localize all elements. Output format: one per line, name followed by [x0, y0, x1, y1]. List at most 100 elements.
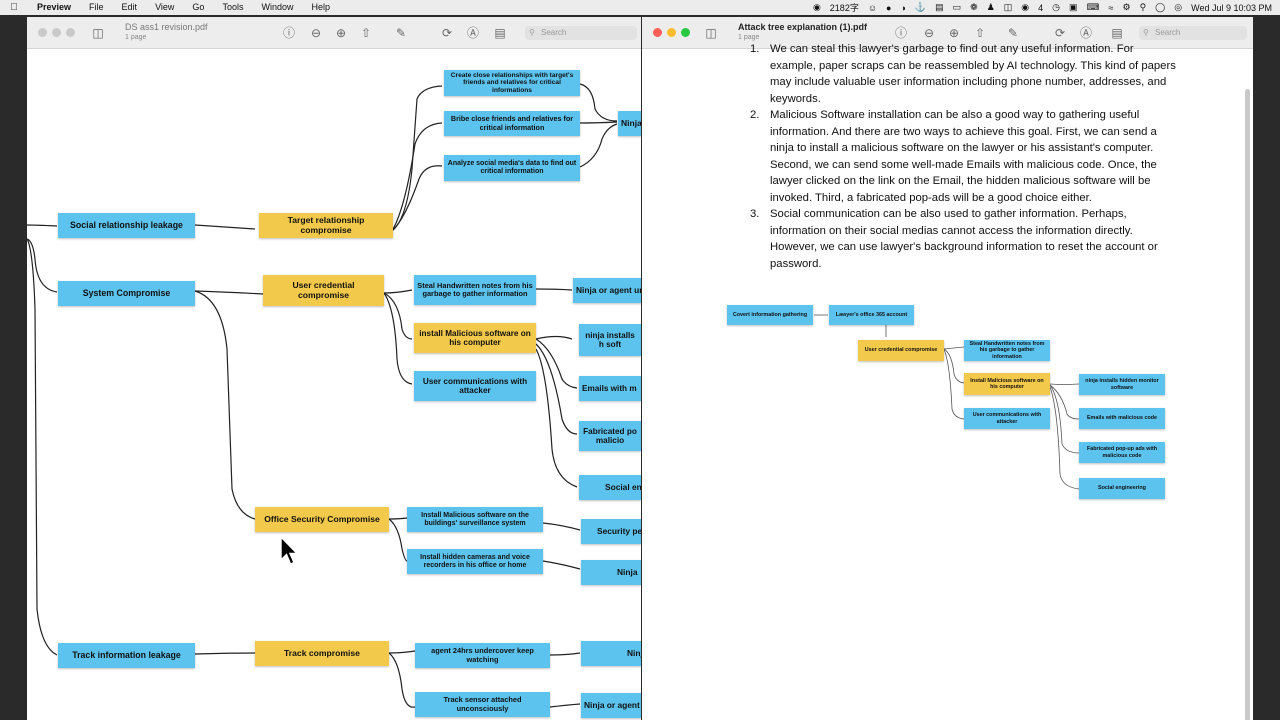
node-fabricated: Fabricated po malicio — [579, 421, 641, 451]
list-number: 1. — [750, 43, 760, 55]
share-icon[interactable]: ⇧ — [974, 26, 986, 40]
display-icon[interactable]: ▭ — [952, 2, 962, 12]
preview-window-left: ◫ DS ass1 revision.pdf 1 page ⓘ ⊖ ⊕ ⇧ ✎ … — [27, 17, 641, 720]
document-pages: 1 page — [738, 34, 760, 41]
node-ninja-or-agent-low: Ninja or agent — [581, 693, 641, 718]
titlebar-left: ◫ DS ass1 revision.pdf 1 page ⓘ ⊖ ⊕ ⇧ ✎ … — [27, 17, 641, 49]
menu-window[interactable]: Window — [261, 2, 294, 12]
keyboard-icon[interactable]: ⌨ — [1086, 2, 1100, 12]
node-user-credential-compromise: User credential compromise — [263, 275, 384, 306]
text-line: We can steal this lawyer's garbage to fi… — [770, 43, 1134, 55]
battery-count: 4 — [1038, 2, 1044, 13]
node-ninja-or-agent: Ninja or agent un — [573, 278, 641, 303]
wechat-icon[interactable]: ◉ — [1021, 2, 1030, 12]
node-ninja-installs: ninja installs h soft — [579, 324, 641, 356]
search-placeholder: Search — [1155, 28, 1181, 37]
zoom-button[interactable] — [681, 28, 690, 37]
menu-app-preview[interactable]: Preview — [37, 2, 72, 12]
text-line: Second, we can send some well-made Email… — [770, 158, 1157, 171]
markup-icon[interactable]: ✎ — [395, 26, 407, 40]
ime-counter[interactable]: 2182字 — [829, 3, 859, 13]
markup-icon[interactable]: ✎ — [1007, 26, 1019, 40]
list-number: 2. — [750, 109, 760, 121]
menu-help[interactable]: Help — [311, 2, 330, 12]
text-line: keywords. — [770, 92, 821, 105]
text-line: may include valuable user information in… — [770, 76, 1167, 89]
menu-edit[interactable]: Edit — [121, 2, 138, 12]
small-node-user-communications: User communications with attacker — [964, 408, 1050, 429]
text-line: Malicious Software installation can be a… — [770, 109, 1140, 121]
menu-view[interactable]: View — [155, 2, 175, 12]
status-area: ◉ 2182字 ☺ ● ◑ ⚓ ▤ ▭ ❁ ♟ ◫ ◉ 4 ◷ ▣ ⌨ ≈ ⚙ … — [813, 0, 1272, 15]
globe-icon[interactable]: ◑ — [900, 2, 906, 13]
node-track-compromise: Track compromise — [255, 641, 389, 666]
small-node-user-credential: User credential compromise — [858, 340, 944, 361]
pinwheel-icon[interactable]: ❁ — [970, 2, 978, 12]
menu-bar:  Preview File Edit View Go Tools Window… — [0, 0, 1280, 15]
control-center-icon[interactable]: ⚙ — [1122, 2, 1131, 12]
zoom-in-icon[interactable]: ⊕ — [335, 26, 347, 40]
small-node-steal-notes: Steal Handwritten notes from his garbage… — [964, 340, 1050, 361]
clock-icon[interactable]: ◷ — [1052, 2, 1061, 12]
app-s-icon[interactable]: ▣ — [1069, 2, 1078, 12]
document-canvas-right[interactable]: 1. We can steal this lawyer's garbage to… — [642, 43, 1253, 720]
vertical-scrollbar[interactable] — [1245, 89, 1250, 720]
text-line: information on their social medias canno… — [770, 224, 1133, 237]
node-social-relationship-leakage: Social relationship leakage — [58, 213, 195, 238]
search-field-right[interactable]: ⚲ Search — [1139, 26, 1247, 40]
search-icon[interactable]: ⚲ — [1139, 2, 1147, 12]
toggle-icon[interactable]: ◯ — [1155, 2, 1166, 12]
menu-go[interactable]: Go — [192, 2, 205, 12]
search-field-left[interactable]: ⚲ Search — [525, 26, 637, 40]
zoom-in-icon[interactable]: ⊕ — [948, 26, 960, 40]
node-office-security-compromise: Office Security Compromise — [255, 507, 389, 532]
siri-icon[interactable]: ◎ — [1174, 2, 1183, 12]
menu-file[interactable]: File — [89, 2, 104, 12]
share-icon[interactable]: ⇧ — [360, 26, 372, 40]
small-node-social-engineering: Social engineering — [1079, 478, 1165, 499]
document-pages: 1 page — [125, 34, 147, 41]
paragraph-3: Social communication can be also used to… — [770, 206, 1180, 272]
close-button[interactable] — [653, 28, 662, 37]
close-button[interactable] — [38, 28, 47, 37]
search-icon: ⚲ — [529, 28, 535, 37]
small-node-install-malicious: Install Malicious software on his comput… — [964, 373, 1050, 395]
menu-tools[interactable]: Tools — [222, 2, 244, 12]
info-icon[interactable]: ⓘ — [282, 26, 295, 40]
form-icon[interactable]: ▤ — [494, 26, 506, 40]
search-placeholder: Search — [541, 28, 567, 37]
text-line: However, we can use lawyer's background … — [770, 241, 1158, 254]
small-node-emails: Emails with malicious code — [1079, 408, 1165, 429]
node-ninja-mid: Ninja — [581, 560, 641, 585]
node-system-compromise: System Compromise — [58, 281, 195, 306]
info-icon[interactable]: ⓘ — [894, 26, 907, 40]
document-canvas-left[interactable]: Social relationship leakage System Compr… — [27, 49, 641, 720]
apple-icon[interactable]:  — [0, 2, 28, 13]
zoom-out-icon[interactable]: ⊖ — [310, 26, 322, 40]
face-icon[interactable]: ☺ — [867, 2, 878, 13]
zoom-out-icon[interactable]: ⊖ — [923, 26, 935, 40]
sidebar-icon[interactable]: ◫ — [705, 26, 717, 40]
node-social-engineering: Social en — [579, 475, 641, 500]
person-icon[interactable]: ♟ — [986, 2, 995, 12]
small-tree-connectors — [814, 314, 1080, 490]
text-line: lawyer clicked on the link on the Email,… — [770, 175, 1151, 188]
record-icon[interactable]: ◉ — [812, 2, 821, 12]
node-track-information-leakage: Track information leakage — [58, 643, 195, 668]
rotate-icon[interactable]: ⟳ — [1054, 26, 1066, 40]
tray-icon[interactable]: ◫ — [1003, 2, 1013, 12]
wifi-icon[interactable]: ≈ — [1108, 2, 1114, 13]
sidebar-icon[interactable]: ◫ — [92, 26, 104, 40]
rotate-icon[interactable]: ⟳ — [441, 26, 453, 40]
datetime[interactable]: Wed Jul 9 10:03 PM — [1191, 2, 1272, 13]
minimize-button[interactable] — [667, 28, 676, 37]
clipboard-icon[interactable]: ▤ — [935, 2, 944, 12]
minimize-button[interactable] — [52, 28, 61, 37]
node-emails: Emails with m — [579, 376, 641, 401]
ship-icon[interactable]: ⚓ — [914, 2, 927, 12]
annotate-icon[interactable]: Ⓐ — [1079, 26, 1092, 40]
zoom-button[interactable] — [66, 28, 75, 37]
annotate-icon[interactable]: Ⓐ — [466, 26, 479, 40]
microphone-icon[interactable]: ● — [886, 2, 892, 13]
form-icon[interactable]: ▤ — [1111, 26, 1123, 40]
